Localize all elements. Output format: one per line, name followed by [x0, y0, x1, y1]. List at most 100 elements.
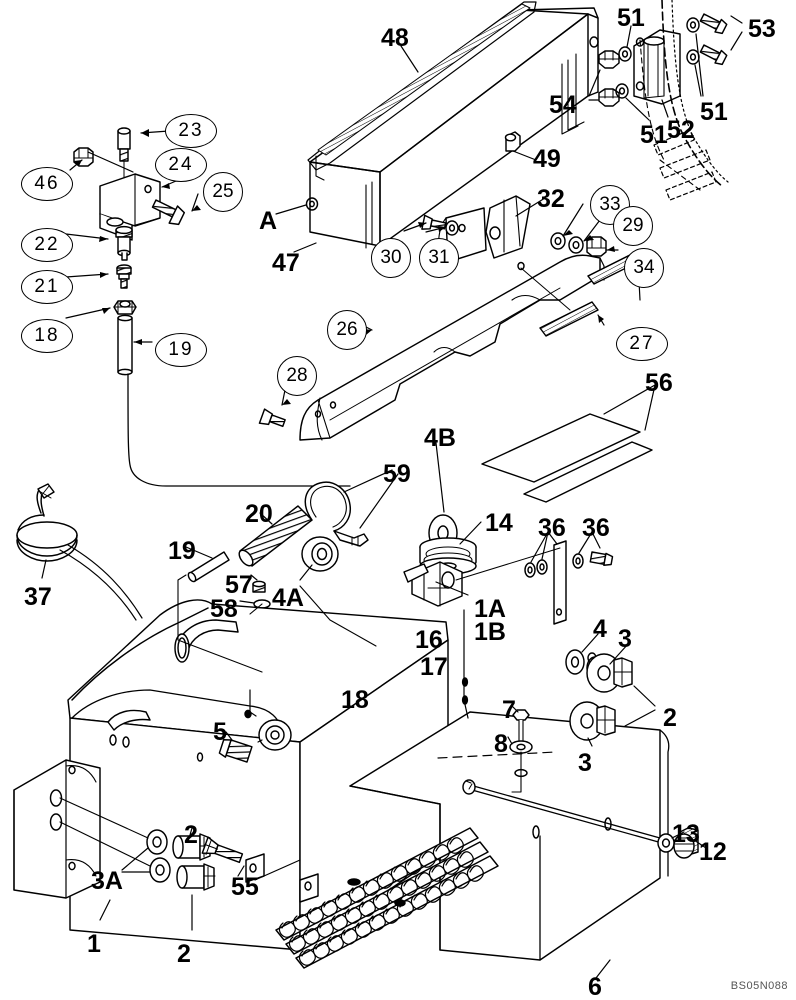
callout-number-3: 3 [578, 749, 592, 777]
part-26-chute [299, 254, 605, 441]
part-19-tube-upper [117, 314, 153, 376]
part-56-plates [481, 384, 656, 503]
callout-balloon-label: 46 [34, 173, 60, 194]
callout-number-36: 36 [582, 514, 610, 542]
callout-balloon-label: 30 [380, 247, 402, 268]
part-18-fitting [65, 300, 137, 319]
part-53-bolts [699, 13, 743, 66]
part-23-fitting [117, 127, 131, 187]
callout-balloon-19: 19 [155, 333, 207, 367]
callout-number-2: 2 [184, 821, 198, 849]
callout-number-19: 19 [168, 537, 196, 565]
part-25-bolt [151, 193, 201, 226]
callout-number-4a: 4A [272, 584, 304, 612]
callout-balloon-label: 19 [168, 339, 194, 360]
callout-number-36: 36 [538, 514, 566, 542]
part-57-58 [239, 574, 271, 609]
part-37-coil [16, 483, 143, 621]
callout-balloon-label: 23 [178, 120, 204, 141]
callout-balloon-label: 22 [34, 234, 60, 255]
part-51-washers [615, 17, 704, 121]
callout-number-52: 52 [667, 116, 695, 144]
callout-balloon-34: 34 [624, 248, 664, 288]
part-6-guard [349, 711, 670, 979]
callout-number-8: 8 [494, 730, 508, 758]
callout-number-12: 12 [699, 838, 727, 866]
callout-balloon-33: 33 [590, 185, 630, 225]
part-22-fitting [65, 225, 133, 261]
callout-number-56: 56 [645, 369, 673, 397]
callout-number-51: 51 [640, 121, 668, 149]
callout-number-51: 51 [700, 98, 728, 126]
callout-balloon-26: 26 [327, 310, 367, 350]
callout-number-3a: 3A [91, 867, 123, 895]
callout-number-53: 53 [748, 15, 776, 43]
corrugated-shelf [275, 827, 499, 969]
callout-balloon-27: 27 [616, 327, 668, 361]
callout-balloon-22: 22 [21, 228, 73, 262]
callout-number-1: 1 [87, 930, 101, 958]
callout-number-57: 57 [225, 571, 253, 599]
part-7-8-stack [507, 705, 533, 793]
callout-number-3: 3 [618, 625, 632, 653]
callout-balloon-label: 26 [336, 319, 358, 340]
part-55-bolt [201, 836, 245, 877]
callout-balloon-label: 27 [629, 333, 655, 354]
callout-number-48: 48 [381, 24, 409, 52]
part-4A-grommet [299, 536, 339, 581]
callout-number-55: 55 [231, 873, 259, 901]
callout-number-20: 20 [245, 500, 273, 528]
callout-number-2: 2 [663, 704, 677, 732]
part-36-hardware [455, 531, 614, 625]
callout-balloon-label: 33 [599, 194, 621, 215]
callout-balloon-label: 21 [34, 276, 60, 297]
part-19-tube-lower [185, 546, 230, 583]
callout-number-7: 7 [502, 696, 516, 724]
callout-number-14: 14 [485, 509, 513, 537]
drawing-number: BS05N088 [730, 980, 788, 992]
callout-number-16: 16 [415, 626, 443, 654]
callout-balloon-label: 34 [633, 257, 655, 278]
callout-number-58: 58 [210, 595, 238, 623]
callout-number-1a: 1A [474, 595, 506, 623]
part-52-bracket [633, 29, 681, 118]
callout-balloon-label: 29 [622, 215, 644, 236]
callout-balloon-29: 29 [613, 206, 653, 246]
part-4-3-2-hardware [565, 633, 656, 747]
callout-number-17: 17 [420, 653, 448, 681]
part-30-31-32-cluster [403, 195, 619, 311]
callout-balloon-28: 28 [277, 356, 317, 396]
callout-balloon-23: 23 [165, 114, 217, 148]
callout-number-13: 13 [672, 820, 700, 848]
part-48-cover [305, 1, 599, 249]
part-4B-grommet [428, 442, 458, 552]
callout-balloon-24: 24 [155, 148, 207, 182]
callout-number-4: 4 [593, 615, 607, 643]
part-59-clamp [304, 469, 399, 547]
callout-number-51: 51 [617, 4, 645, 32]
callout-number-47: 47 [272, 249, 300, 277]
callout-number-49: 49 [533, 145, 561, 173]
callout-number-6: 6 [588, 973, 602, 1000]
part-54-nuts [588, 50, 620, 107]
callout-number-59: 59 [383, 460, 411, 488]
callout-balloon-18: 18 [21, 319, 73, 353]
callout-number-5: 5 [213, 718, 227, 746]
callout-number-54: 54 [549, 91, 577, 119]
callout-balloon-31: 31 [419, 238, 459, 278]
callout-number-32: 32 [537, 185, 565, 213]
callout-number-37: 37 [24, 583, 52, 611]
part-49-plug [504, 131, 537, 161]
callout-balloon-label: 24 [168, 154, 194, 175]
tank-filler-neck [174, 619, 239, 663]
callout-balloon-30: 30 [371, 238, 411, 278]
callout-balloon-21: 21 [21, 270, 73, 304]
part-21-fitting [65, 264, 132, 289]
part-13-12 [657, 827, 707, 859]
part-1A-1B-bracket [403, 561, 469, 607]
callout-number-a: A [259, 207, 278, 235]
part-46-nut [69, 147, 134, 173]
callout-number-1b: 1B [474, 618, 506, 646]
